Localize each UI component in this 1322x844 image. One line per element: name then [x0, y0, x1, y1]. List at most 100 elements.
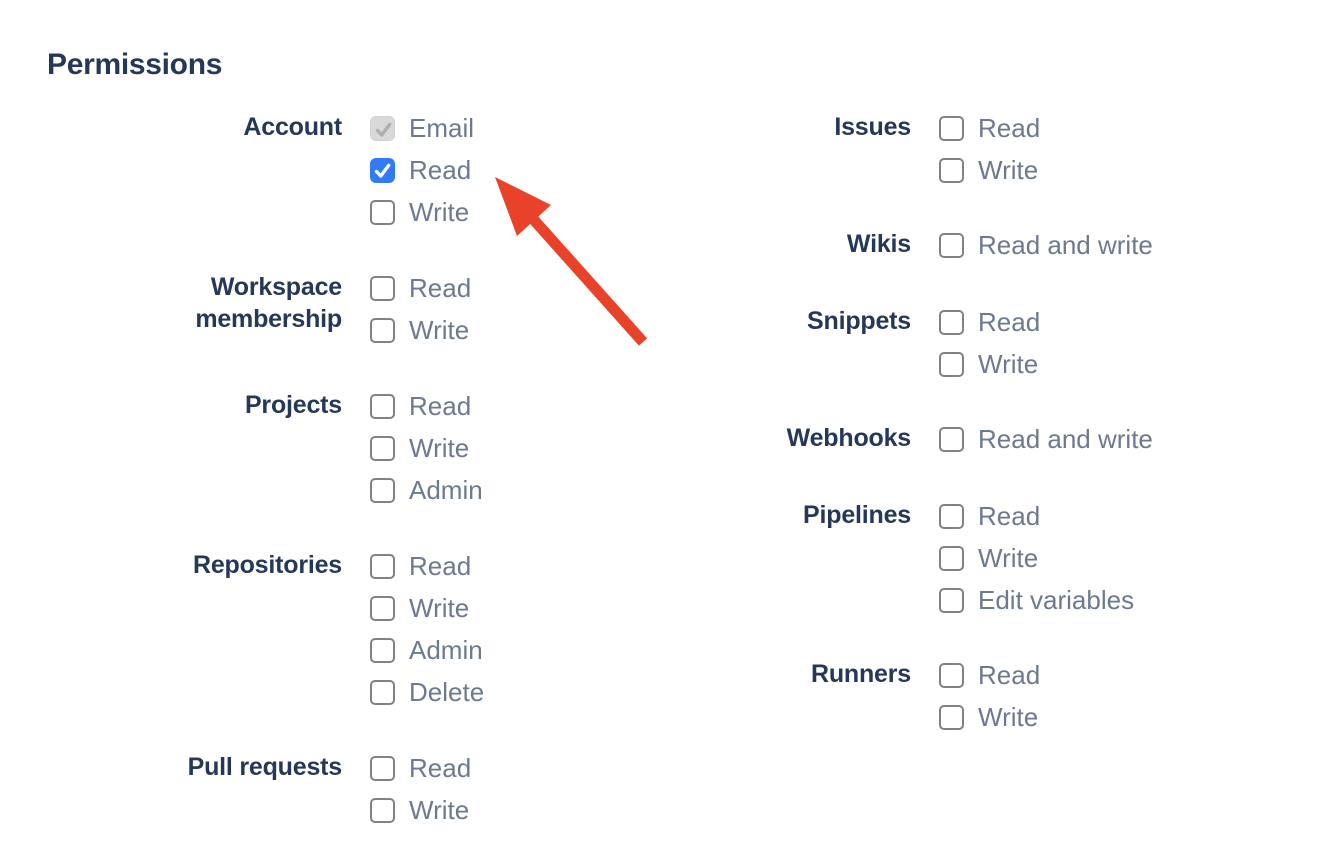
- checkbox[interactable]: [370, 797, 395, 823]
- permission-group-label: Runners: [810, 660, 911, 688]
- permission-group: Projects Read Write Admin: [158, 391, 484, 503]
- checkbox-label[interactable]: Read and write: [978, 230, 1153, 260]
- permission-option[interactable]: Read and write: [939, 232, 1153, 258]
- permission-option[interactable]: Write: [939, 704, 1040, 730]
- checkbox-label[interactable]: Read: [409, 551, 472, 581]
- checkbox-label[interactable]: Write: [409, 795, 470, 825]
- checkbox-label[interactable]: Write: [978, 349, 1039, 379]
- checkbox[interactable]: [370, 393, 395, 419]
- permission-option[interactable]: Read: [370, 157, 474, 183]
- permission-group-label: Workspace membership: [195, 273, 342, 333]
- permission-options: Read Write: [939, 662, 1040, 730]
- checkbox[interactable]: [939, 587, 964, 613]
- permission-options: Read Write: [939, 115, 1040, 183]
- checkbox[interactable]: [939, 309, 964, 335]
- permission-option[interactable]: Read: [370, 275, 471, 301]
- permission-option[interactable]: Write: [370, 595, 484, 621]
- checkbox[interactable]: [939, 115, 964, 141]
- permission-option[interactable]: Delete: [370, 679, 484, 705]
- checkbox-label[interactable]: Write: [978, 702, 1039, 732]
- permission-option[interactable]: Write: [939, 351, 1040, 377]
- permission-option[interactable]: Read: [370, 553, 484, 579]
- permission-options: Read Write Edit variables: [939, 503, 1134, 613]
- checkbox-label[interactable]: Read: [978, 660, 1041, 690]
- permissions-column-right: Issues Read Write Wikis Read and write S…: [727, 113, 1153, 730]
- permissions-column-left: Account Email Read Write Workspace membe…: [158, 113, 485, 823]
- permission-option[interactable]: Admin: [370, 477, 483, 503]
- permission-option[interactable]: Read: [370, 755, 471, 781]
- checkbox[interactable]: [939, 232, 964, 258]
- checkbox[interactable]: [939, 351, 964, 377]
- checkbox: [370, 115, 395, 141]
- checkbox[interactable]: [370, 317, 395, 343]
- checkbox-label[interactable]: Read: [409, 753, 472, 783]
- permission-option[interactable]: Edit variables: [939, 587, 1134, 613]
- checkbox[interactable]: [370, 755, 395, 781]
- permission-group-label: Issues: [834, 113, 911, 141]
- checkbox-label[interactable]: Read: [978, 501, 1041, 531]
- checkbox[interactable]: [939, 545, 964, 571]
- permission-options: Read and write: [939, 232, 1153, 258]
- permission-group: Pull requests Read Write: [158, 753, 484, 823]
- permission-option[interactable]: Write: [939, 157, 1040, 183]
- checkbox-label[interactable]: Write: [409, 593, 470, 623]
- checkbox[interactable]: [370, 477, 395, 503]
- checkbox-label[interactable]: Read: [978, 307, 1041, 337]
- checkbox-label[interactable]: Write: [409, 315, 470, 345]
- checkbox[interactable]: [939, 662, 964, 688]
- permission-option[interactable]: Write: [370, 435, 483, 461]
- checkbox[interactable]: [370, 199, 395, 225]
- checkbox[interactable]: [939, 157, 964, 183]
- permission-group-label: Account: [243, 113, 342, 141]
- checkbox-label[interactable]: Read and write: [978, 424, 1153, 454]
- checkbox[interactable]: [939, 426, 964, 452]
- checkbox[interactable]: [370, 637, 395, 663]
- checkbox[interactable]: [370, 275, 395, 301]
- permission-option[interactable]: Write: [370, 317, 471, 343]
- checkbox[interactable]: [370, 595, 395, 621]
- checkbox-label[interactable]: Read: [409, 273, 472, 303]
- permission-option[interactable]: Read: [370, 393, 483, 419]
- checkbox[interactable]: [370, 553, 395, 579]
- checkbox-label[interactable]: Edit variables: [978, 585, 1135, 615]
- checkbox-label[interactable]: Read: [409, 391, 472, 421]
- permission-group: Workspace membership Read Write: [158, 273, 484, 343]
- checkbox-label[interactable]: Write: [409, 433, 470, 463]
- permission-options: Read Write: [370, 755, 471, 823]
- permission-group: Snippets Read Write: [727, 307, 1153, 377]
- checkbox-label[interactable]: Admin: [409, 475, 483, 505]
- permission-option[interactable]: Write: [939, 545, 1134, 571]
- permission-option[interactable]: Read: [939, 309, 1040, 335]
- checkbox-label[interactable]: Read: [978, 113, 1041, 143]
- permission-options: Read Write: [370, 275, 471, 343]
- permission-option[interactable]: Admin: [370, 637, 484, 663]
- permission-options: Read Write Admin Delete: [370, 553, 484, 705]
- checkbox-label[interactable]: Delete: [409, 677, 485, 707]
- checkbox[interactable]: [370, 679, 395, 705]
- permission-option: Email: [370, 115, 474, 141]
- permission-option[interactable]: Read: [939, 115, 1040, 141]
- checkbox-label[interactable]: Write: [409, 197, 470, 227]
- permission-group-label: Webhooks: [786, 424, 912, 452]
- permission-options: Read Write: [939, 309, 1040, 377]
- checkbox-label: Email: [409, 113, 475, 143]
- permission-option[interactable]: Write: [370, 797, 471, 823]
- permission-option[interactable]: Read and write: [939, 426, 1153, 452]
- permission-options: Email Read Write: [370, 115, 474, 225]
- permission-option[interactable]: Write: [370, 199, 474, 225]
- checkbox[interactable]: [370, 435, 395, 461]
- checkbox[interactable]: [939, 503, 964, 529]
- permission-option[interactable]: Read: [939, 503, 1134, 529]
- annotation-arrow-icon: [495, 177, 648, 346]
- checkbox-label[interactable]: Write: [978, 543, 1039, 573]
- permission-group-label: Pull requests: [187, 753, 343, 781]
- checkbox[interactable]: [370, 157, 395, 183]
- checkbox-label[interactable]: Write: [978, 155, 1039, 185]
- permission-group: Wikis Read and write: [727, 230, 1153, 260]
- permission-group: Webhooks Read and write: [727, 424, 1153, 454]
- checkbox-label[interactable]: Admin: [409, 635, 483, 665]
- checkbox-label[interactable]: Read: [409, 155, 472, 185]
- permission-option[interactable]: Read: [939, 662, 1040, 688]
- checkbox[interactable]: [939, 704, 964, 730]
